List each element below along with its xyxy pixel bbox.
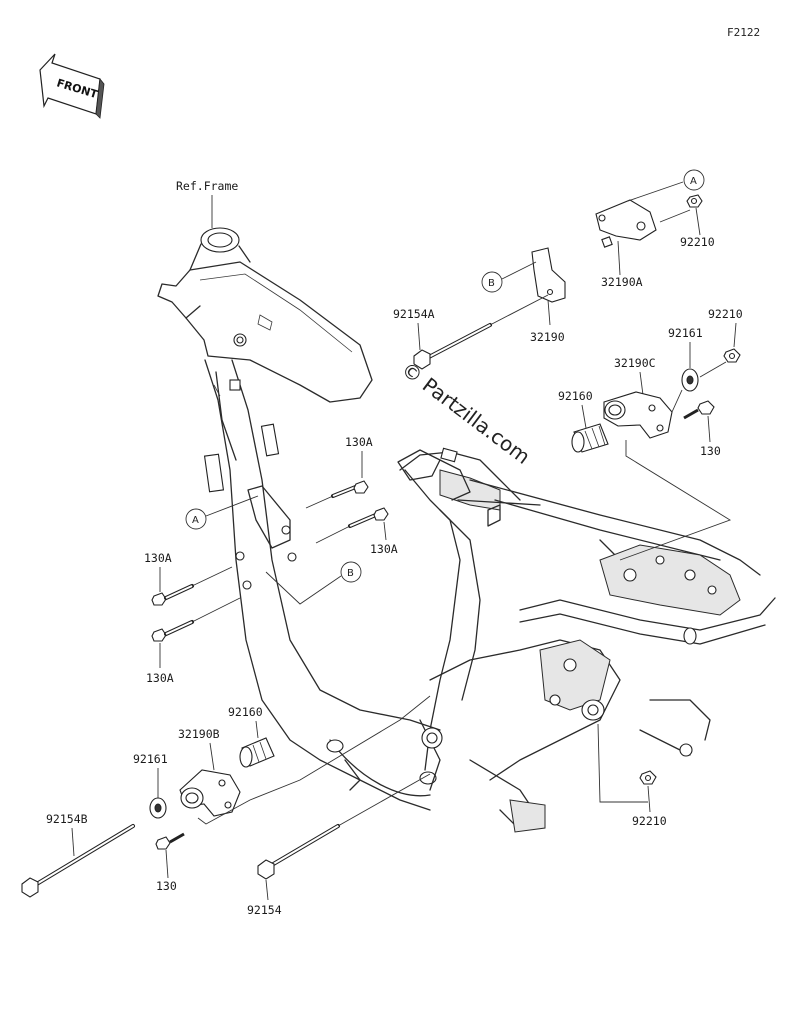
- bushing-92160-mid-icon: [571, 423, 609, 453]
- bracket-32190: [531, 247, 566, 303]
- nut-92210-top-icon: [686, 194, 703, 208]
- bracket-32190b: [179, 769, 241, 817]
- label-130a-1: 130A: [345, 435, 373, 449]
- label-92154b: 92154B: [46, 812, 88, 826]
- nut-92210-low-icon: [639, 770, 657, 785]
- leader-a-top: [627, 181, 684, 202]
- bolt-92154-icon: [257, 824, 340, 880]
- bushing-92160-low-icon: [239, 737, 275, 768]
- nut-92210-mid-icon: [723, 348, 741, 363]
- label-92210-low: 92210: [632, 814, 667, 828]
- svg-text:B: B: [488, 278, 495, 289]
- label-92160-mid: 92160: [558, 389, 593, 403]
- bolt-92154b-icon: [21, 824, 135, 898]
- label-92210-top: 92210: [680, 235, 715, 249]
- watermark: © Partzilla.com: [397, 357, 535, 469]
- label-130a-4: 130A: [146, 671, 174, 685]
- motorcycle-frame: [157, 227, 776, 833]
- label-92161-low: 92161: [133, 752, 168, 766]
- bracket-32190c: [603, 391, 673, 439]
- label-130-low: 130: [156, 879, 177, 893]
- bolt-130a-2-icon: [348, 507, 389, 528]
- washer-92161-mid-icon: [681, 368, 699, 392]
- label-130a-3: 130A: [144, 551, 172, 565]
- label-32190b: 32190B: [178, 727, 220, 741]
- label-130-mid: 130: [700, 444, 721, 458]
- bolt-130-low-icon: [155, 832, 185, 850]
- ref-frame-label: Ref.Frame: [176, 179, 238, 193]
- label-92161-mid: 92161: [668, 326, 703, 340]
- bolt-130a-3-icon: [151, 584, 194, 606]
- callout-a-left: A: [185, 508, 207, 530]
- label-32190c: 32190C: [614, 356, 656, 370]
- svg-text:B: B: [347, 568, 354, 579]
- callout-a-top: A: [683, 169, 705, 191]
- svg-text:A: A: [192, 515, 199, 526]
- callout-b-left: B: [340, 561, 362, 583]
- bolt-92154a-icon: [413, 323, 492, 370]
- label-32190: 32190: [530, 330, 565, 344]
- front-arrow-icon: FRONT: [39, 53, 105, 119]
- leader-32190c-frame: [619, 440, 732, 561]
- bolt-130a-4-icon: [151, 620, 194, 642]
- bracket-32190a: [595, 199, 657, 248]
- label-92160-low: 92160: [228, 705, 263, 719]
- bolt-130a-1-icon: [331, 480, 369, 498]
- label-92154: 92154: [247, 903, 282, 917]
- figure-id: F2122: [727, 26, 760, 39]
- label-32190a: 32190A: [601, 275, 643, 289]
- bolt-130-mid-icon: [683, 400, 715, 420]
- label-92154a: 92154A: [393, 307, 435, 321]
- label-92210-mid: 92210: [708, 307, 743, 321]
- washer-92161-low-icon: [149, 797, 167, 819]
- svg-text:A: A: [690, 176, 697, 187]
- label-130a-2: 130A: [370, 542, 398, 556]
- callout-b-top: B: [481, 271, 503, 293]
